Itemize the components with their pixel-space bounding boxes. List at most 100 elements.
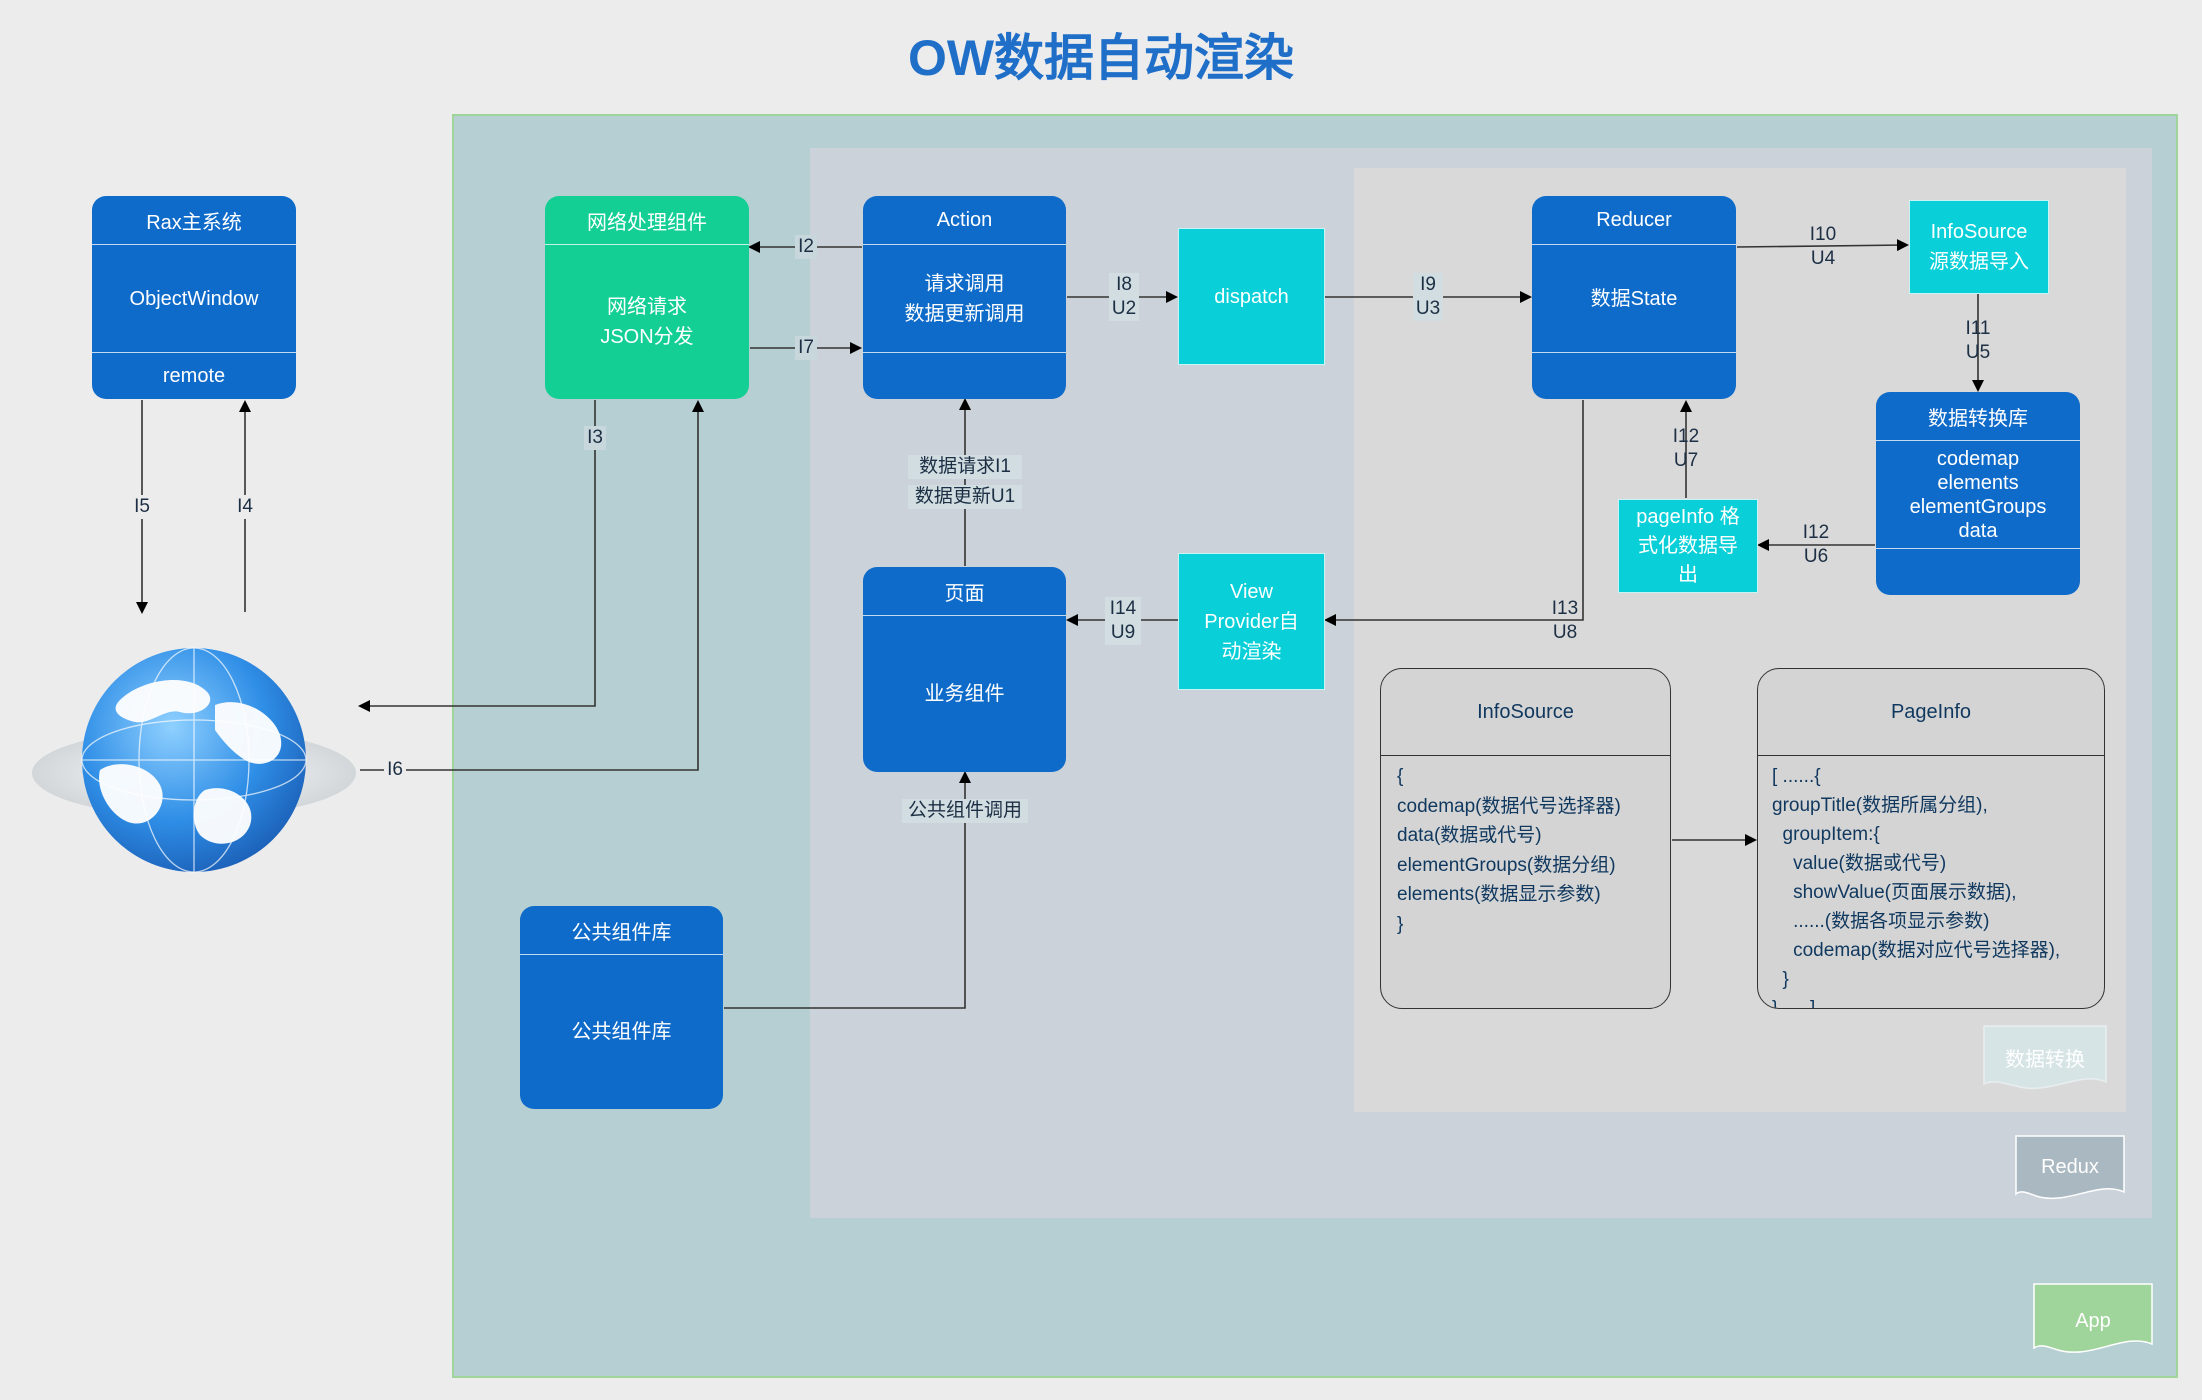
page-header: 页面 bbox=[863, 567, 1066, 616]
edge-i3 bbox=[358, 400, 596, 712]
edge-label-i8: I8 bbox=[1109, 273, 1139, 297]
edge-label-i11: I11 bbox=[1965, 318, 1991, 339]
action-body-line2: 数据更新调用 bbox=[904, 302, 1025, 325]
conversion-container-tag: 数据转换 bbox=[2005, 1048, 2085, 1071]
conv-item-data: data bbox=[1958, 519, 1998, 542]
redux-container-tag: Redux bbox=[2041, 1155, 2099, 1178]
conversion-library-body: codemap elements elementGroups data bbox=[1876, 441, 2080, 548]
pageinfo-line: [ ......{ bbox=[1772, 766, 1821, 787]
infosource-note: InfoSource { codemap(数据代号选择器) data(数据或代号) e… bbox=[1380, 668, 1671, 1009]
infosource-line: } bbox=[1397, 913, 1404, 935]
pageinfo-export-line1: pageInfo 格 bbox=[1636, 505, 1740, 528]
edge-label-i3: I3 bbox=[584, 426, 606, 450]
conv-item-elementgroups: elementGroups bbox=[1909, 495, 2047, 518]
edge-label-update-u1: 数据更新U1 bbox=[908, 485, 1022, 509]
pageinfo-line: groupTitle(数据所属分组), bbox=[1772, 795, 1988, 816]
infosource-line: elements(数据显示参数) bbox=[1397, 884, 1601, 905]
infosource-import-node[interactable]: InfoSource 源数据导入 bbox=[1909, 200, 2049, 294]
edge-label-i9: I9 bbox=[1413, 273, 1443, 297]
edge-label-i2: I2 bbox=[795, 235, 817, 259]
reducer-body: 数据State bbox=[1590, 287, 1678, 310]
view-provider-line2: Provider自 bbox=[1204, 610, 1299, 633]
infosource-line: codemap(数据代号选择器) bbox=[1397, 795, 1621, 817]
network-body-line1: 网络请求 bbox=[607, 296, 687, 318]
rax-main-system-node[interactable]: Rax主系统 ObjectWindow remote bbox=[92, 196, 296, 399]
view-provider-line1: View bbox=[1230, 580, 1273, 603]
network-header: 网络处理组件 bbox=[545, 196, 749, 245]
edge-label-i4: I4 bbox=[234, 495, 256, 519]
app-tag-shape bbox=[2033, 1283, 2153, 1353]
pageinfo-note-body: [ ......{ groupTitle(数据所属分组), groupItem:{… bbox=[1758, 756, 2104, 1009]
common-library-body: 公共组件库 bbox=[571, 1021, 672, 1043]
edge-label-u2: U2 bbox=[1109, 297, 1139, 321]
view-provider-node[interactable]: View Provider自 动渲染 bbox=[1178, 553, 1325, 690]
common-library-header: 公共组件库 bbox=[520, 906, 723, 955]
edge-label-u9: U9 bbox=[1105, 621, 1141, 645]
rax-body: ObjectWindow bbox=[129, 287, 259, 310]
edge-label-u7: U7 bbox=[1673, 450, 1699, 471]
action-header: Action bbox=[863, 196, 1066, 245]
infosource-note-title: InfoSource bbox=[1381, 669, 1670, 756]
pageinfo-line: } bbox=[1772, 969, 1789, 990]
network-component-node[interactable]: 网络处理组件 网络请求 JSON分发 bbox=[545, 196, 749, 399]
pageinfo-line: showValue(页面展示数据), bbox=[1772, 882, 2017, 903]
rax-footer: remote bbox=[92, 352, 296, 399]
pageinfo-line: codemap(数据对应代号选择器), bbox=[1772, 940, 2061, 961]
edge-label-i12-up: I12 bbox=[1672, 426, 1700, 447]
pageinfo-line: ......(数据各项显示参数) bbox=[1772, 911, 1990, 932]
infosource-import-line1: InfoSource bbox=[1930, 221, 2028, 243]
infosource-import-line2: 源数据导入 bbox=[1929, 251, 2029, 273]
edge-label-u8: U8 bbox=[1552, 622, 1578, 643]
pageinfo-line: }......] bbox=[1772, 998, 1816, 1009]
action-node[interactable]: Action 请求调用 数据更新调用 bbox=[863, 196, 1066, 399]
page-node[interactable]: 页面 业务组件 bbox=[863, 567, 1066, 772]
edge-label-i12-left: I12 bbox=[1802, 522, 1830, 543]
conversion-library-footer bbox=[1876, 548, 2080, 595]
edge-label-common-call: 公共组件调用 bbox=[902, 799, 1028, 823]
reducer-node[interactable]: Reducer 数据State bbox=[1532, 196, 1736, 399]
pageinfo-export-node[interactable]: pageInfo 格 式化数据导 出 bbox=[1618, 499, 1758, 593]
pageinfo-note-title: PageInfo bbox=[1758, 669, 2104, 756]
conversion-tag-shape bbox=[1983, 1025, 2107, 1090]
page-title: OW数据自动渲染 bbox=[907, 30, 1295, 86]
rax-header: Rax主系统 bbox=[92, 196, 296, 245]
pageinfo-line: value(数据或代号) bbox=[1772, 853, 1947, 874]
edge-common bbox=[724, 771, 971, 1009]
conversion-library-header: 数据转换库 bbox=[1876, 392, 2080, 441]
conv-item-codemap: codemap bbox=[1936, 447, 2020, 470]
edge-label-u5: U5 bbox=[1965, 342, 1991, 363]
infosource-line: data(数据或代号) bbox=[1397, 825, 1542, 846]
reducer-header: Reducer bbox=[1532, 196, 1736, 245]
infosource-note-body: { codemap(数据代号选择器) data(数据或代号) elementGroup… bbox=[1381, 756, 1670, 939]
conversion-library-node[interactable]: 数据转换库 codemap elements elementGroups dat… bbox=[1876, 392, 2080, 595]
conv-item-elements: elements bbox=[1937, 471, 2019, 494]
network-body-line2: JSON分发 bbox=[600, 326, 694, 348]
infosource-line: { bbox=[1397, 766, 1404, 787]
edge-label-request-i1: 数据请求I1 bbox=[908, 455, 1022, 479]
edge-label-u6: U6 bbox=[1803, 546, 1829, 567]
action-body-line1: 请求调用 bbox=[924, 272, 1005, 295]
edge-label-i10: I10 bbox=[1809, 224, 1837, 245]
edge-label-i6: I6 bbox=[384, 758, 406, 782]
pageinfo-line: groupItem:{ bbox=[1772, 824, 1880, 845]
infosource-line: elementGroups(数据分组) bbox=[1397, 854, 1616, 876]
action-body: 请求调用 数据更新调用 bbox=[863, 245, 1066, 352]
reducer-footer bbox=[1532, 352, 1736, 399]
view-provider-line3: 动渲染 bbox=[1221, 640, 1282, 663]
page-body: 业务组件 bbox=[924, 683, 1005, 705]
edge-i6 bbox=[360, 400, 704, 771]
edge-label-i14: I14 bbox=[1105, 597, 1141, 621]
common-library-node[interactable]: 公共组件库 公共组件库 bbox=[520, 906, 723, 1109]
pageinfo-note: PageInfo [ ......{ groupTitle(数据所属分组), gr… bbox=[1757, 668, 2105, 1009]
pageinfo-export-line2: 式化数据导 bbox=[1638, 534, 1738, 557]
edge-label-i5: I5 bbox=[131, 495, 153, 519]
edge-label-u3: U3 bbox=[1413, 297, 1443, 321]
dispatch-node[interactable]: dispatch bbox=[1178, 228, 1325, 365]
pageinfo-export-line3: 出 bbox=[1678, 563, 1698, 586]
app-container-tag: App bbox=[2075, 1309, 2111, 1332]
edge-i10 bbox=[1736, 239, 1909, 252]
edge-label-i13: I13 bbox=[1551, 598, 1579, 619]
